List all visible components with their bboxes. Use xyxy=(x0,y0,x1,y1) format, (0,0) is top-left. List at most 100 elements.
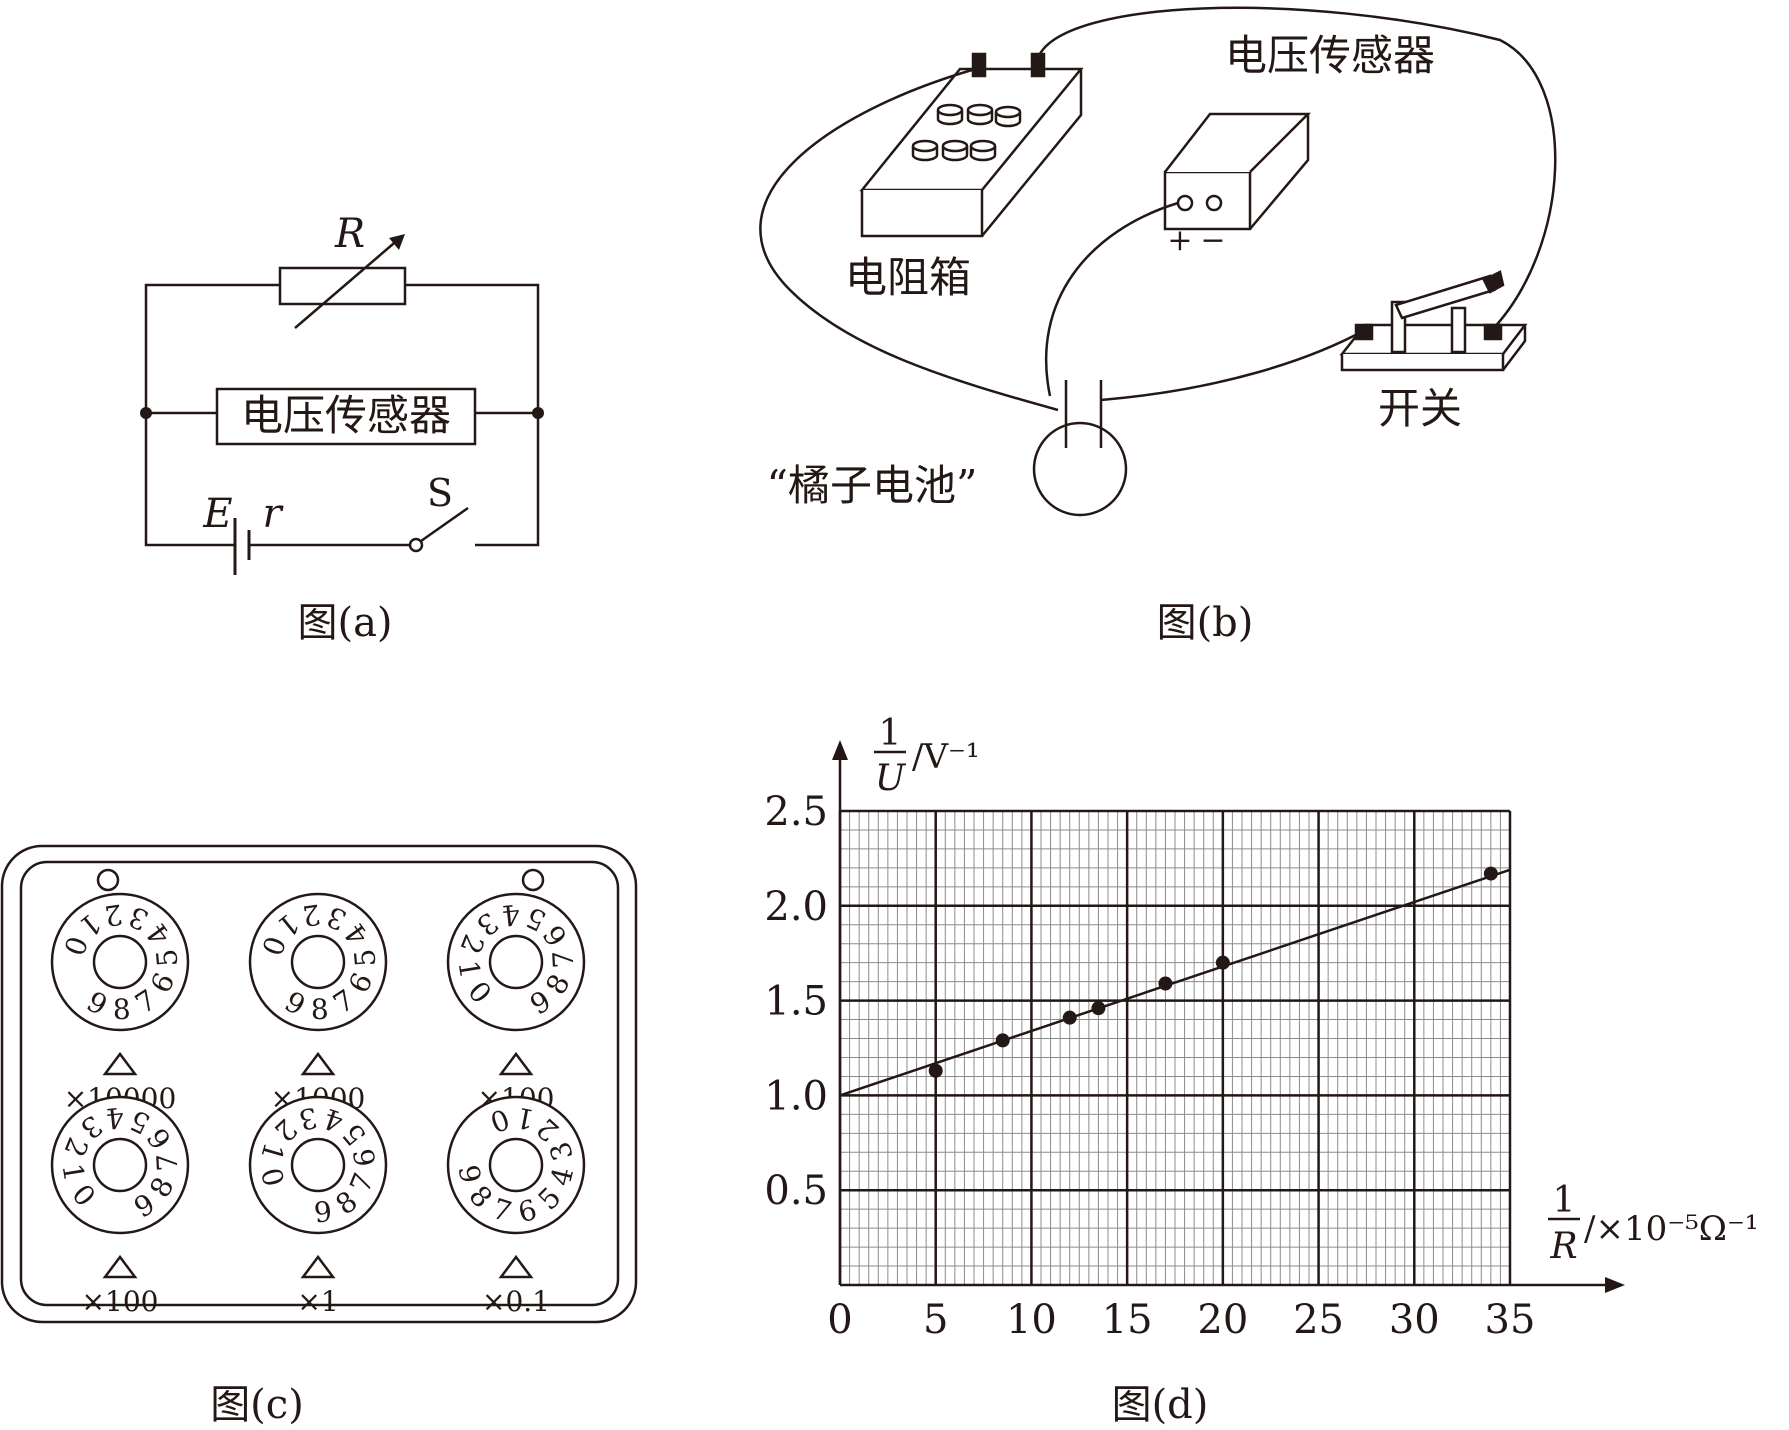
dial-pointer-triangle xyxy=(102,1254,138,1279)
voltage-sensor-box xyxy=(215,387,477,446)
dial-digit: 5 xyxy=(348,948,382,969)
data-point xyxy=(1215,955,1230,970)
caption-figure-d: 图(d) xyxy=(1112,1382,1209,1428)
orange-battery-label: “橘子电池” xyxy=(767,461,978,510)
dial-digit: 8 xyxy=(310,993,329,1027)
top-wire xyxy=(144,283,540,413)
switch-label-s: S xyxy=(427,471,453,515)
dial-digit: 7 xyxy=(150,1153,184,1173)
panel-outer-frame xyxy=(0,844,638,1324)
dial-digit: 8 xyxy=(112,993,131,1027)
switch-terminal-right xyxy=(1483,323,1503,341)
resistor-label-r: R xyxy=(334,211,365,257)
y-label-numerator: 1 xyxy=(879,713,902,754)
switch-lever xyxy=(1394,274,1496,320)
panel-inner-frame xyxy=(19,860,620,1307)
x-tick-label: 5 xyxy=(923,1297,948,1343)
dial-digit: 1 xyxy=(451,958,486,981)
dial-knob xyxy=(92,934,148,990)
y-tick-label: 2.5 xyxy=(764,789,828,835)
switch-base-front xyxy=(1340,354,1505,372)
x-label-denominator: R xyxy=(1549,1226,1577,1267)
switch-label-b: 开关 xyxy=(1378,384,1462,433)
data-point xyxy=(1483,866,1498,881)
y-tick-label: 1.5 xyxy=(764,979,828,1025)
resistance-box-top xyxy=(859,67,1084,192)
figure-c xyxy=(0,844,638,1324)
dial-pointer-triangle xyxy=(498,1254,534,1279)
variable-resistor-arrow xyxy=(294,237,401,329)
x-axis-arrow xyxy=(1605,1277,1625,1293)
switch-base-side xyxy=(1502,325,1527,371)
dial-digit: 2 xyxy=(300,897,322,932)
sensor-box-top xyxy=(1164,112,1312,173)
dial-digit: 1 xyxy=(513,1100,537,1136)
caption-figure-a: 图(a) xyxy=(297,600,392,646)
dial-knob xyxy=(290,1137,346,1193)
panel-terminal-left xyxy=(96,868,120,892)
x-tick-label: 20 xyxy=(1197,1297,1248,1343)
caption-figure-c: 图(c) xyxy=(210,1382,304,1428)
dial-digit: 6 xyxy=(347,1146,382,1169)
x-tick-label: 10 xyxy=(1006,1297,1057,1343)
fit-line xyxy=(839,868,1511,1097)
y-axis-arrow xyxy=(832,740,848,760)
sensor-box-side xyxy=(1249,114,1310,230)
dial-knob xyxy=(92,1137,148,1193)
dial-knob xyxy=(488,1137,544,1193)
dial-digit: 9 xyxy=(312,1195,333,1230)
data-point xyxy=(1091,1001,1106,1016)
dial-pointer-triangle xyxy=(300,1051,336,1076)
y-tick-label: 1.0 xyxy=(764,1073,828,1119)
switch-handle xyxy=(1482,270,1505,294)
resistance-box-terminal-left xyxy=(971,52,987,78)
resistance-box-front xyxy=(860,190,984,238)
dial-knob xyxy=(290,934,346,990)
dial-digit: 7 xyxy=(546,950,580,970)
switch-pivot xyxy=(408,537,424,553)
dial-multiplier-label: ×100 xyxy=(82,1285,159,1318)
panel-terminal-right xyxy=(521,868,545,892)
dial-multiplier-label: ×0.1 xyxy=(482,1285,550,1318)
orange-battery xyxy=(1032,421,1128,517)
variable-resistor-arrowhead xyxy=(389,234,405,250)
switch-post-right xyxy=(1450,306,1467,354)
fit-line-group xyxy=(839,868,1511,1097)
x-tick-label: 25 xyxy=(1293,1297,1344,1343)
figure-b xyxy=(759,6,1557,517)
x-label-numerator: 1 xyxy=(1553,1180,1576,1221)
data-point xyxy=(995,1033,1010,1048)
y-tick-label: 0.5 xyxy=(764,1168,828,1214)
data-point xyxy=(1062,1010,1077,1025)
switch-terminal-left xyxy=(1354,323,1374,341)
resistance-box-knobs xyxy=(911,103,1022,162)
dial-digit: 4 xyxy=(104,1100,125,1135)
dial-pointer-triangle xyxy=(300,1254,336,1279)
switch-blade xyxy=(420,506,469,543)
dial-digit: 1 xyxy=(55,1161,90,1184)
wire-battery-to-switch xyxy=(1100,328,1366,402)
wire-sensor-to-battery xyxy=(1044,201,1179,397)
dial-pointer-triangle xyxy=(102,1051,138,1076)
sensor-minus-label: − xyxy=(1200,223,1225,258)
dial-digit: 4 xyxy=(500,897,521,932)
minor-gridlines xyxy=(839,810,1511,1286)
dial-group: 0123456789×100000123456789×1000012345678… xyxy=(50,892,586,1318)
data-points xyxy=(928,866,1498,1078)
x-tick-label: 35 xyxy=(1485,1297,1536,1343)
dial-digit: 5 xyxy=(150,948,184,969)
sensor-plus-label: + xyxy=(1167,223,1192,258)
y-tick-label: 2.0 xyxy=(764,884,828,930)
sensor-minus-terminal xyxy=(1205,194,1223,212)
emf-label-e: E xyxy=(202,491,232,537)
x-tick-label: 15 xyxy=(1102,1297,1153,1343)
sensor-label-b: 电压传感器 xyxy=(1225,31,1435,80)
